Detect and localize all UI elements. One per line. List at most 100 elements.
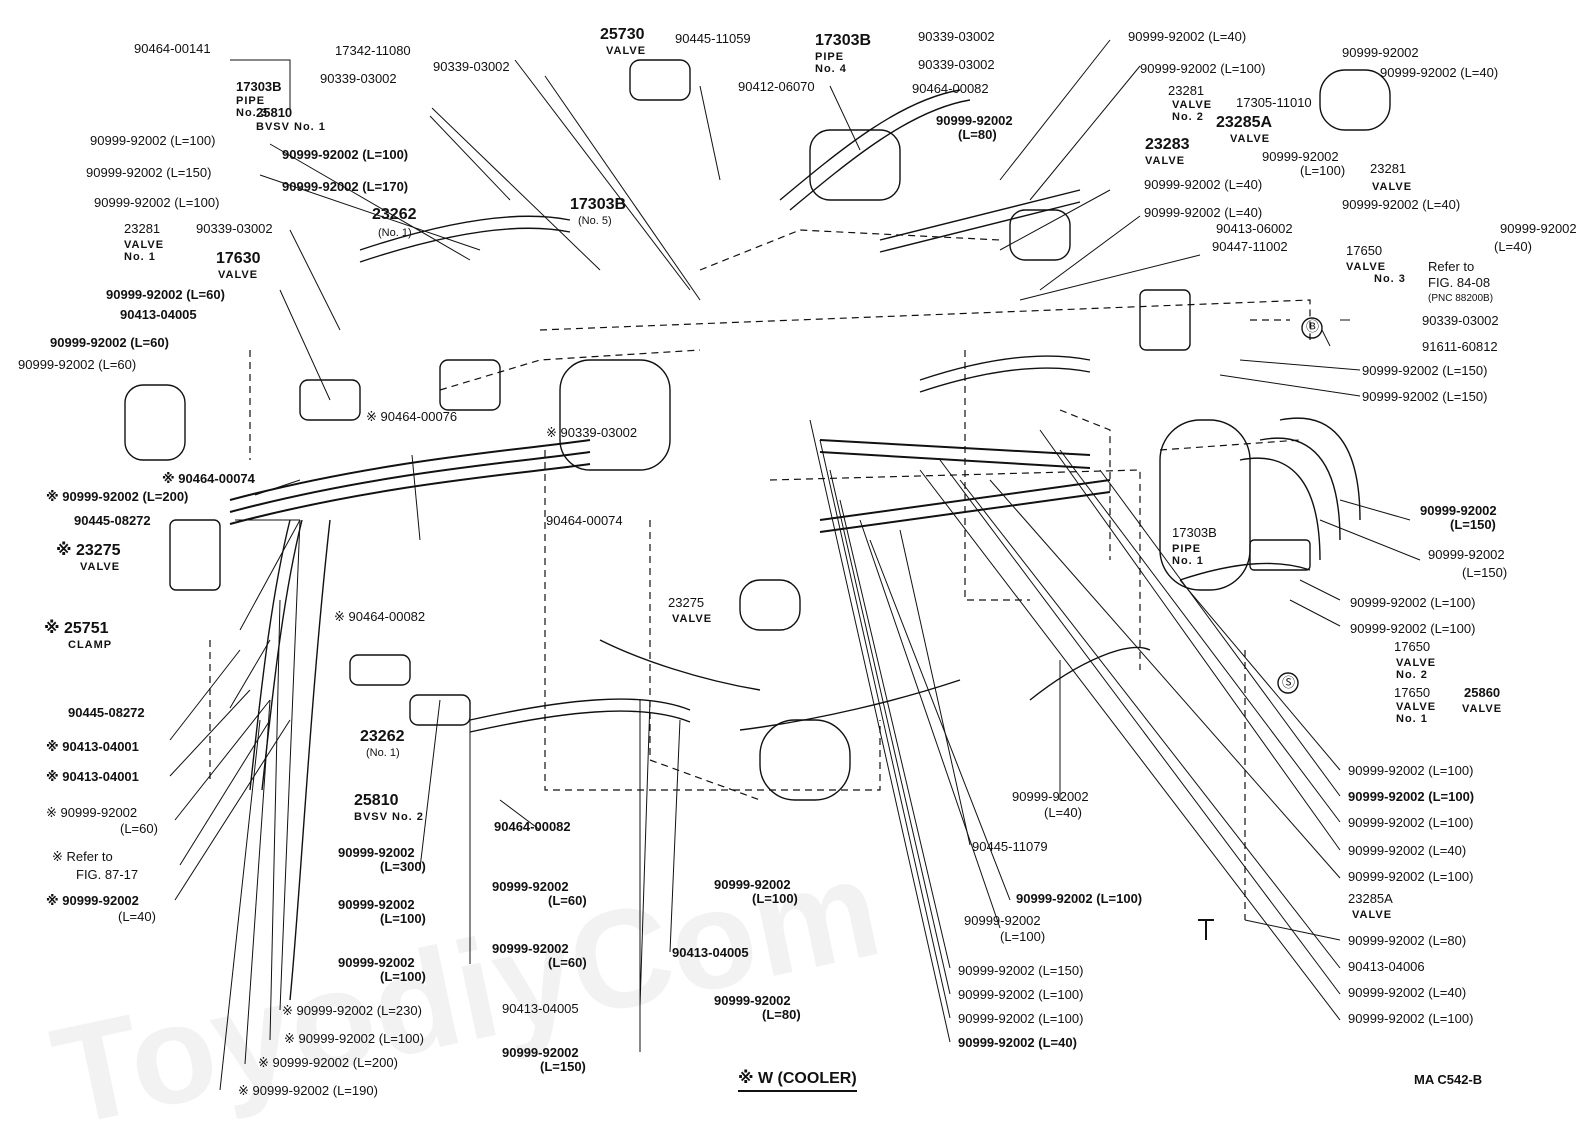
part-number-17303b: 17303B: [570, 196, 627, 213]
refer-to-label: Refer to: [1428, 259, 1475, 274]
part-label: 90999-92002: [1262, 149, 1339, 164]
part-length: (L=100): [1000, 929, 1046, 944]
part-label: 90464-00074: [546, 513, 623, 528]
part-sub-number: (No. 1): [366, 747, 400, 759]
part-number-25810: 25810: [256, 105, 293, 120]
part-label: ※ 90413-04001: [46, 769, 139, 784]
part-label: 90999-92002 (L=170): [282, 179, 409, 194]
part-length: (L=150): [1462, 565, 1508, 580]
part-label: 90999-92002 (L=150): [1362, 389, 1488, 404]
valve-number: No. 3: [1374, 273, 1406, 285]
part-label: 90999-92002: [492, 941, 569, 956]
part-number-23275: 23275: [668, 595, 705, 610]
part-length: (L=100): [752, 891, 798, 906]
part-label: 90464-00141: [134, 41, 211, 56]
pipe-label: PIPE: [815, 51, 845, 63]
part-label: ※ 90999-92002: [46, 893, 139, 908]
part-label: 90999-92002 (L=60): [106, 287, 225, 302]
part-length: (L=80): [762, 1007, 801, 1022]
part-length: (L=40): [1494, 239, 1532, 254]
part-label: 90999-92002 (L=100): [958, 1011, 1084, 1026]
part-label: 91611-60812: [1422, 339, 1498, 354]
part-number-23281: 23281: [124, 221, 161, 236]
part-number-17650: 17650: [1394, 639, 1431, 654]
part-label: ※ 90464-00074: [162, 471, 255, 486]
figure-code: MA C542-B: [1414, 1072, 1483, 1087]
part-label: 90999-92002: [338, 845, 415, 860]
part-number-23262: 23262: [372, 206, 417, 223]
part-label: 90339-03002: [1422, 313, 1499, 328]
part-label: 90413-04005: [120, 307, 197, 322]
valve-label: VALVE: [672, 613, 713, 625]
valve-label: VALVE: [1172, 99, 1213, 111]
valve-number: No. 1: [124, 251, 156, 263]
part-label: 90999-92002 (L=100): [282, 147, 409, 162]
part-label: 90999-92002: [1342, 45, 1419, 60]
refer-to-label: ※ Refer to: [52, 849, 113, 864]
part-length: (L=60): [120, 821, 158, 836]
part-label: 90999-92002: [492, 879, 569, 894]
part-label: 90999-92002 (L=100): [1348, 869, 1474, 884]
part-label: 90999-92002 (L=100): [1348, 789, 1475, 804]
part-label: 90999-92002 (L=100): [1348, 815, 1474, 830]
part-label: 90999-92002 (L=150): [1362, 363, 1488, 378]
part-label: 90999-92002: [338, 955, 415, 970]
part-number-23262: 23262: [360, 728, 405, 745]
part-label: ※ 90339-03002: [546, 425, 638, 440]
part-label: 90999-92002: [338, 897, 415, 912]
valve-label: VALVE: [1396, 657, 1437, 669]
valve-label: VALVE: [80, 561, 121, 573]
part-number-17650: 17650: [1346, 243, 1383, 258]
part-label: 90999-92002: [1500, 221, 1577, 236]
part-label: 90999-92002 (L=100): [1348, 763, 1474, 778]
part-number-23285a: 23285A: [1216, 114, 1273, 131]
part-number-17303b: 17303B: [1172, 525, 1217, 540]
part-number-25810: 25810: [354, 792, 399, 809]
part-number-25751: ※ 25751: [44, 620, 109, 637]
part-label: 90999-92002 (L=60): [18, 357, 137, 372]
part-label: 90413-04006: [1348, 959, 1425, 974]
pnc-label: (PNC 88200B): [1428, 293, 1494, 304]
part-label: 90999-92002: [964, 913, 1041, 928]
part-label: 90999-92002 (L=100): [90, 133, 216, 148]
valve-label: VALVE: [1462, 703, 1503, 715]
part-label: 90999-92002: [1428, 547, 1505, 562]
part-number-17650: 17650: [1394, 685, 1431, 700]
bvsv-label: BVSV No. 1: [256, 121, 326, 133]
part-number-25860: 25860: [1464, 685, 1501, 700]
part-label: 17342-11080: [335, 43, 411, 58]
valve-label: VALVE: [1145, 155, 1186, 167]
part-sub-number: (No. 5): [578, 215, 612, 227]
clamp-label: CLAMP: [68, 639, 113, 651]
bvsv-label: BVSV No. 2: [354, 811, 424, 823]
part-number-25730: 25730: [600, 26, 645, 43]
part-label: 90999-92002 (L=100): [1350, 595, 1476, 610]
part-length: (L=40): [118, 909, 156, 924]
part-length: (L=80): [958, 127, 997, 142]
part-label: 90999-92002 (L=40): [1348, 843, 1467, 858]
part-label: 90464-00082: [912, 81, 989, 96]
part-label: ※ 90999-92002 (L=200): [258, 1055, 398, 1070]
valve-label: VALVE: [218, 269, 259, 281]
part-length: (L=60): [548, 893, 587, 908]
part-label: ※ 90999-92002 (L=230): [282, 1003, 422, 1018]
part-label: 90999-92002: [714, 877, 791, 892]
part-label: 90339-03002: [196, 221, 273, 236]
valve-label: VALVE: [1230, 133, 1271, 145]
part-label: 17305-11010: [1236, 95, 1312, 110]
part-label: 90999-92002 (L=40): [958, 1035, 1077, 1050]
part-sub-number: (No. 1): [378, 227, 412, 239]
part-label: 90339-03002: [918, 57, 995, 72]
part-length: (L=300): [380, 859, 426, 874]
part-label: 90999-92002 (L=150): [958, 963, 1084, 978]
part-length: (L=100): [1300, 163, 1346, 178]
part-label: 90999-92002: [936, 113, 1013, 128]
part-label: 90339-03002: [918, 29, 995, 44]
valve-label: VALVE: [1346, 261, 1387, 273]
part-number-23283: 23283: [1145, 136, 1190, 153]
legend-cooler: ※ W (COOLER): [738, 1068, 857, 1092]
part-label: 90412-06070: [738, 79, 815, 94]
part-label: ※ 90413-04001: [46, 739, 139, 754]
